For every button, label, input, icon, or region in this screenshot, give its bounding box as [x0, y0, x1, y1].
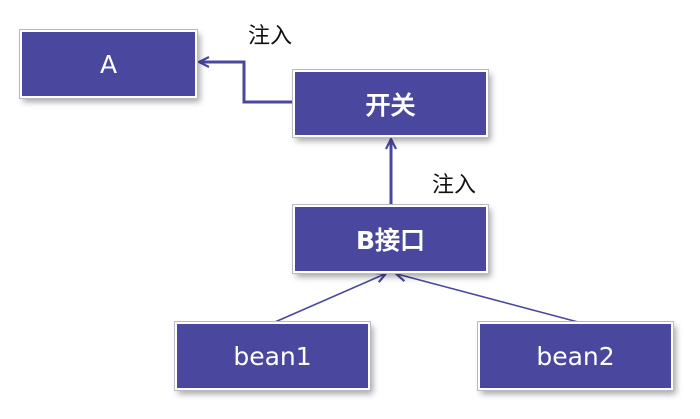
edge-bean2-to-b	[397, 274, 579, 323]
node-bean1: bean1	[175, 322, 370, 390]
node-bean2: bean2	[478, 322, 673, 390]
node-b-interface: B接口	[293, 205, 488, 273]
edge-bean1-to-b	[274, 274, 385, 323]
node-switch: 开关	[293, 70, 488, 137]
edge-switch-to-a	[200, 62, 293, 104]
node-a: A	[20, 30, 197, 98]
edge-label-inject-to-switch: 注入	[432, 173, 477, 198]
edge-label-inject-to-a: 注入	[248, 24, 293, 49]
